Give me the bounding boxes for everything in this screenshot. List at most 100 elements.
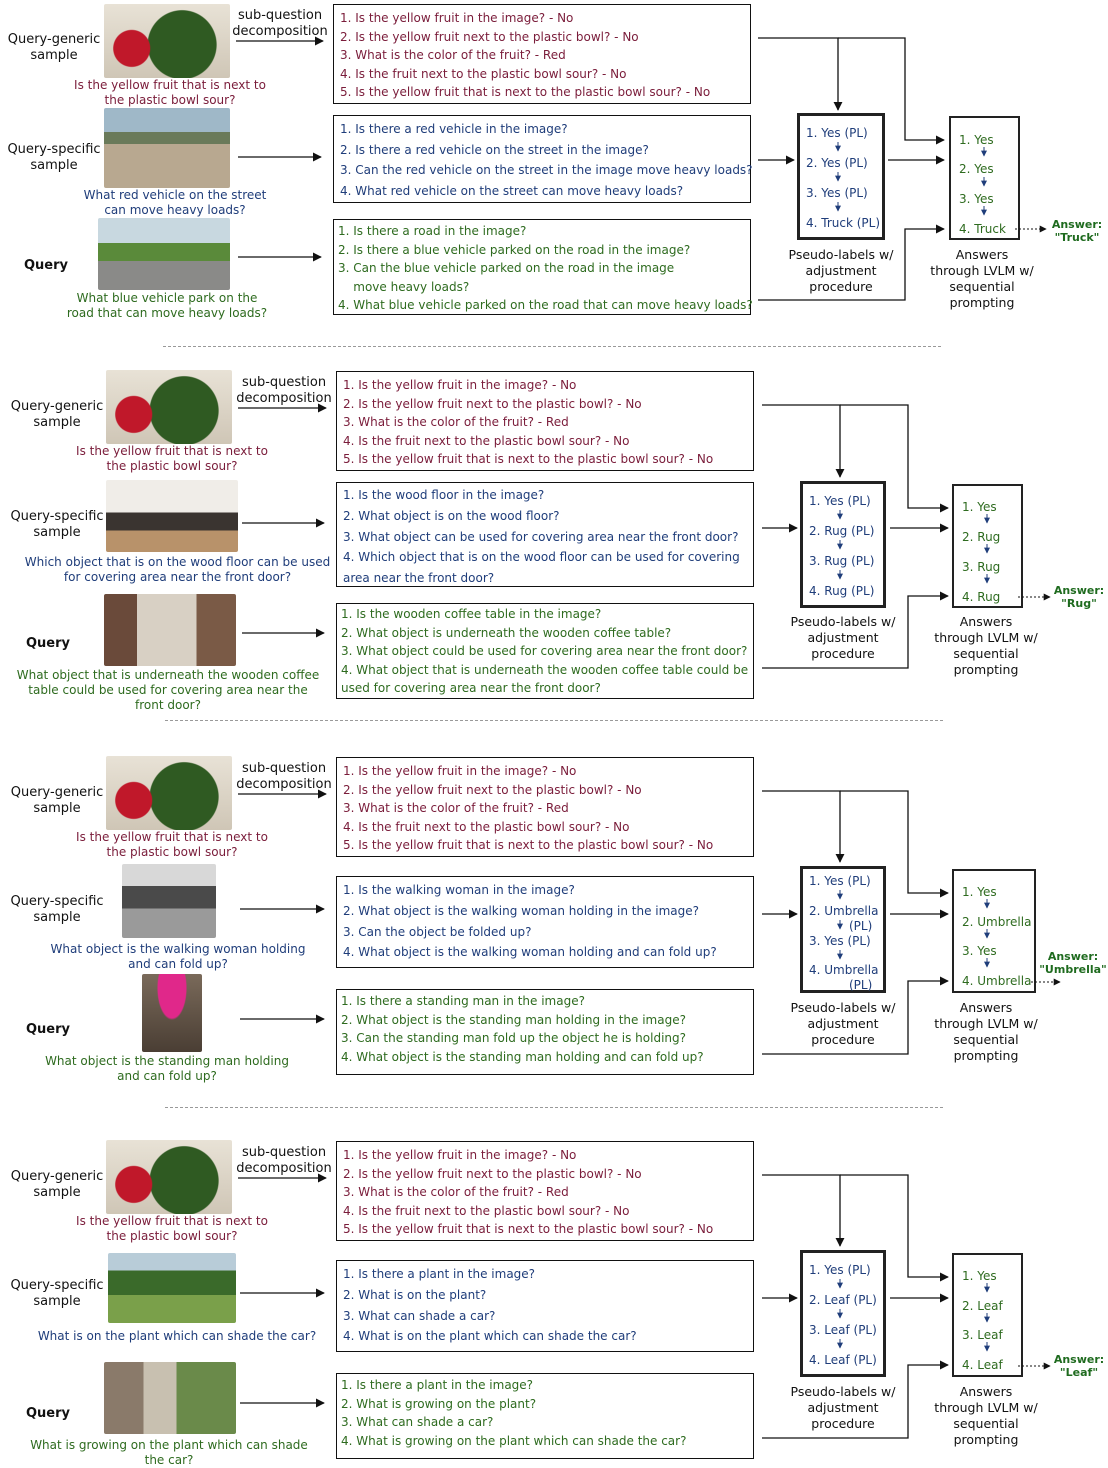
answer-item: 4. Umbrella [962,974,1032,988]
generic-subq: 4. Is the fruit next to the plastic bowl… [343,433,630,448]
final-answer-label: Answer: [1051,218,1103,231]
generic-subq: 1. Is the yellow fruit in the image? - N… [340,11,574,25]
query-specific-label: Query-specific sample [10,894,104,925]
pl-item: 4. Rug (PL) [809,584,875,598]
final-answer: Answer: "Rug" [1050,584,1108,610]
salad-thumbnail [106,1140,232,1214]
query-specific-label: Query-specific sample [7,142,101,173]
panel-1: Query-generic sample sub-question decomp… [0,0,1108,330]
pseudo-label-box: 1. Yes (PL) 2. Umbrella (PL) 3. Yes (PL)… [800,866,886,993]
generic-subq: 3. What is the color of the fruit? - Red [343,415,569,429]
separator [165,720,943,721]
pl-item: 3. Yes (PL) [809,934,871,948]
generic-subq: 5. Is the yellow fruit that is next to t… [343,1222,714,1236]
pl-item: 4. Umbrella [809,963,879,977]
subq-label: sub-question decomposition [236,375,332,406]
answer-item: 4. Truck [959,222,1006,236]
query-subq: 3. What can shade a car? [341,1415,494,1429]
query-subq: 3. Can the standing man fold up the obje… [341,1031,686,1045]
query-label: Query [24,258,69,273]
query-generic-label: Query-generic sample [10,1169,104,1200]
query-subq: 1. Is there a road in the image? [338,224,527,238]
generic-subq: 4. Is the fruit next to the plastic bowl… [343,819,630,834]
specific-subq: 2. What object is on the wood floor? [343,508,560,523]
answers-box: 1. Yes 2. Yes 3. Yes 4. Truck [949,116,1020,240]
man-umbrella-thumbnail [142,974,202,1052]
answer-item: 3. Yes [962,944,997,958]
subq-label: sub-question decomposition [232,8,328,39]
road-thumbnail [98,218,230,290]
living-room-thumbnail [104,594,236,666]
panel-arrows [236,36,1047,301]
specific-subq-box: 1. Is there a red vehicle in the image? … [333,115,753,203]
generic-subq-box: 1. Is the yellow fruit in the image? - N… [336,757,754,857]
panel-3: Query-generic sample sub-question decomp… [0,752,1108,1092]
answer-item: 3. Yes [959,192,994,206]
pl-description: Pseudo-labels w/ adjustment procedure [790,1384,896,1431]
query-subq: move heavy loads? [338,279,470,294]
specific-subq: 3. What can shade a car? [343,1308,496,1323]
query-generic-label: Query-generic sample [10,399,104,430]
query-caption: What object that is underneath the woode… [16,668,320,712]
query-subq: used for covering area near the front do… [341,681,601,695]
query-label: Query [26,636,71,651]
street-thumbnail [104,108,230,188]
final-answer: Answer: "Umbrella" [1038,950,1108,976]
query-subq-box: 1. Is there a road in the image? 2. Is t… [333,219,753,315]
specific-subq: 2. What is on the plant? [343,1287,487,1302]
query-subq: 1. Is there a plant in the image? [341,1378,534,1392]
specific-subq: 4. What red vehicle on the street can mo… [340,183,684,198]
specific-subq: 1. Is the walking woman in the image? [343,883,575,897]
query-label: Query [26,1406,71,1421]
answer-item: 2. Yes [959,162,994,176]
generic-subq: 5. Is the yellow fruit that is next to t… [340,85,711,99]
pl-item: 1. Yes (PL) [809,1263,871,1277]
pl-item: 4. Leaf (PL) [809,1353,877,1367]
specific-caption: What red vehicle on the street can move … [83,188,267,217]
pl-description: Pseudo-labels w/ adjustment procedure [788,247,894,294]
specific-subq: area near the front door? [343,571,495,586]
query-subq: 3. Can the blue vehicle parked on the ro… [338,261,675,275]
salad-thumbnail [106,370,232,444]
query-generic-label: Query-generic sample [10,785,104,816]
pl-item: 3. Rug (PL) [809,554,875,568]
answers-description: Answers through LVLM w/ sequential promp… [934,614,1038,677]
specific-caption: Which object that is on the wood floor c… [24,555,331,584]
final-answer-value: "Umbrella" [1039,963,1107,976]
query-subq: 1. Is the wooden coffee table in the ima… [341,607,602,621]
answers-description: Answers through LVLM w/ sequential promp… [934,1384,1038,1447]
query-subq: 4. What blue vehicle parked on the road … [338,298,753,312]
specific-caption: What object is the walking woman holding… [50,942,306,971]
generic-caption: Is the yellow fruit that is next to the … [76,444,268,473]
query-caption: What object is the standing man holding … [45,1054,289,1083]
pseudo-label-box: 1. Yes (PL) 2. Yes (PL) 3. Yes (PL) 4. T… [797,113,885,240]
generic-subq: 2. Is the yellow fruit next to the plast… [343,1166,642,1181]
answer-item: 1. Yes [959,133,994,147]
separator [165,1107,943,1108]
specific-subq: 4. Which object that is on the wood floo… [343,550,740,565]
specific-subq: 1. Is there a red vehicle in the image? [340,122,568,136]
final-answer-label: Answer: [1047,950,1099,963]
query-subq: 3. What object could be used for coverin… [341,644,748,658]
pseudo-label-box: 1. Yes (PL) 2. Leaf (PL) 3. Leaf (PL) 4.… [800,1250,886,1377]
separator [163,346,941,347]
pl-description: Pseudo-labels w/ adjustment procedure [790,614,896,661]
query-label: Query [26,1022,71,1037]
generic-subq: 2. Is the yellow fruit next to the plast… [343,782,642,797]
query-subq-box: 1. Is the wooden coffee table in the ima… [336,603,754,699]
pl-item: 1. Yes (PL) [809,874,871,888]
generic-subq: 2. Is the yellow fruit next to the plast… [340,29,639,44]
specific-subq: 2. Is there a red vehicle on the street … [340,142,649,157]
answer-item: 1. Yes [962,1269,997,1283]
salad-thumbnail [104,4,230,78]
specific-subq: 2. What object is the walking woman hold… [343,903,700,918]
generic-subq: 3. What is the color of the fruit? - Red [343,801,569,815]
specific-subq: 4. What object is the walking woman hold… [343,945,717,960]
generic-subq: 2. Is the yellow fruit next to the plast… [343,396,642,411]
subq-label: sub-question decomposition [236,1145,332,1176]
park-thumbnail [108,1253,236,1323]
specific-subq: 3. Can the object be folded up? [343,924,532,939]
answer-item: 2. Leaf [962,1299,1003,1313]
answer-item: 4. Leaf [962,1358,1003,1372]
query-specific-label: Query-specific sample [10,509,104,540]
